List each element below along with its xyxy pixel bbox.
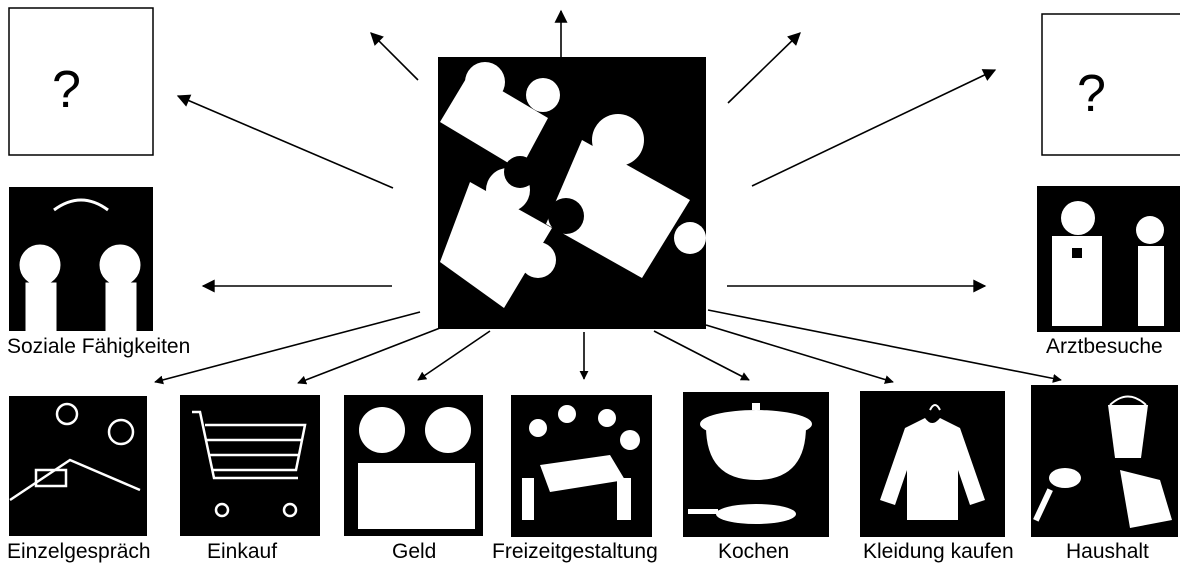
label-einkauf: Einkauf — [207, 540, 277, 563]
label-haushalt: Haushalt — [1066, 540, 1149, 563]
center-tile — [438, 57, 706, 329]
topic-einkauf: Einkauf — [180, 395, 320, 563]
label-geld: Geld — [392, 540, 436, 563]
sweater-icon — [880, 404, 985, 520]
topic-kochen: Kochen — [683, 392, 829, 563]
topic-haushalt: Haushalt — [1031, 385, 1178, 563]
label-einzel: Einzelgespräch — [7, 540, 151, 563]
arrow-up-left-short — [370, 32, 419, 81]
arrow-to-einkauf — [297, 327, 441, 385]
shopping-cart-icon — [192, 410, 307, 518]
placeholder-right-mark: ? — [1077, 65, 1106, 123]
placeholder-left: ? — [8, 7, 154, 156]
label-arzt: Arztbesuche — [1046, 335, 1163, 358]
bucket-cleaning-icon — [1033, 395, 1172, 528]
topic-einzel: Einzelgespräch — [7, 396, 151, 563]
topic-freizeit: Freizeitgestaltung — [492, 395, 658, 563]
label-soziale: Soziale Fähigkeiten — [7, 335, 190, 358]
topic-arzt: Arztbesuche — [1037, 186, 1180, 358]
arrow-to-placeholder-right — [751, 69, 997, 187]
arrow-to-haushalt — [707, 309, 1062, 383]
board-game-icon — [522, 405, 640, 520]
meeting-icon — [9, 402, 141, 502]
arrow-to-einzel — [154, 311, 421, 385]
arrow-to-kochen — [653, 330, 750, 381]
placeholder-left-mark: ? — [52, 61, 81, 119]
topic-kleidung: Kleidung kaufen — [860, 391, 1014, 563]
label-kleidung: Kleidung kaufen — [863, 540, 1014, 563]
label-freizeit: Freizeitgestaltung — [492, 540, 658, 563]
topic-soziale: Soziale Fähigkeiten — [7, 187, 190, 358]
label-kochen: Kochen — [718, 540, 789, 563]
cooking-pot-icon — [688, 403, 812, 524]
topic-geld: Geld — [344, 395, 483, 563]
arrow-up-right-short — [727, 32, 801, 104]
doctor-icon — [1052, 201, 1164, 326]
puzzle-icon — [440, 62, 706, 318]
arrow-to-placeholder-left — [176, 94, 394, 189]
arrow-to-kleidung — [705, 324, 894, 384]
arrow-to-geld — [417, 330, 491, 381]
money-icon — [358, 407, 475, 529]
conversation-icon — [19, 198, 141, 332]
placeholder-right: ? — [1041, 13, 1180, 156]
arrows — [154, 9, 1062, 385]
